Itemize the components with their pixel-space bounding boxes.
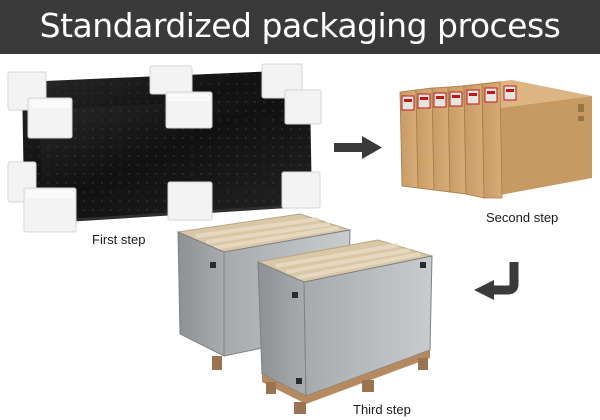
carton-boxes	[399, 81, 503, 199]
title-bar	[0, 0, 600, 54]
crate-front	[256, 239, 433, 414]
first-step-label: First step	[92, 232, 146, 247]
second-step-image	[399, 80, 592, 199]
third-step-image	[176, 213, 433, 414]
arrow-right-icon	[334, 136, 382, 159]
arrow-turn-left-icon	[474, 262, 519, 300]
page-title: Standardized packaging process	[39, 6, 561, 45]
second-step-label: Second step	[486, 210, 559, 225]
third-step-label: Third step	[353, 402, 411, 417]
first-step-image	[7, 63, 322, 233]
